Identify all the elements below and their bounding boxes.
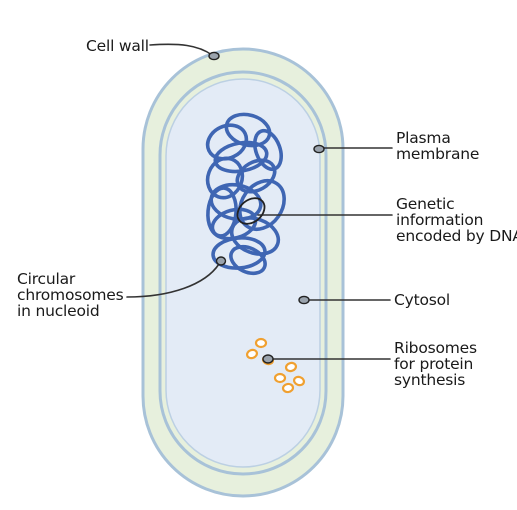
label-genetic-information-line3: encoded by DNA bbox=[396, 227, 517, 245]
label-plasma-membrane: Plasma membrane bbox=[396, 129, 479, 163]
label-plasma-membrane-line2: membrane bbox=[396, 145, 479, 163]
pointer-cytosol-icon bbox=[298, 295, 310, 305]
leader-circular-chromosomes bbox=[126, 263, 220, 298]
label-ribosomes-line1: Ribosomes bbox=[394, 339, 477, 357]
pointer-circular-chromosomes-icon bbox=[215, 256, 227, 266]
label-circular-chromosomes-line1: Circular bbox=[17, 270, 76, 288]
label-plasma-membrane-line1: Plasma bbox=[396, 129, 451, 147]
label-ribosomes: Ribosomes for protein synthesis bbox=[394, 339, 482, 389]
pointer-ribosomes-icon bbox=[262, 354, 274, 364]
pointer-genetic-information-icon bbox=[236, 197, 266, 225]
cytosol bbox=[165, 78, 321, 468]
pointer-cell-wall-icon bbox=[208, 51, 220, 61]
label-genetic-information: Genetic information encoded by DNA bbox=[396, 195, 517, 245]
label-circular-chromosomes-line2: chromosomes bbox=[17, 286, 124, 304]
label-genetic-information-line1: Genetic bbox=[396, 195, 454, 213]
label-circular-chromosomes: Circular chromosomes in nucleoid bbox=[17, 270, 128, 320]
label-genetic-information-line2: information bbox=[396, 211, 483, 229]
label-cell-wall: Cell wall bbox=[86, 37, 149, 55]
label-ribosomes-line3: synthesis bbox=[394, 371, 465, 389]
leader-cell-wall bbox=[149, 43, 213, 56]
nucleoid-dna-icon bbox=[205, 112, 286, 276]
label-cytosol: Cytosol bbox=[394, 291, 450, 309]
label-ribosomes-line2: for protein bbox=[394, 355, 473, 373]
plasma-membrane bbox=[158, 70, 328, 476]
pointer-plasma-membrane-icon bbox=[313, 144, 325, 154]
label-circular-chromosomes-line3: in nucleoid bbox=[17, 302, 100, 320]
